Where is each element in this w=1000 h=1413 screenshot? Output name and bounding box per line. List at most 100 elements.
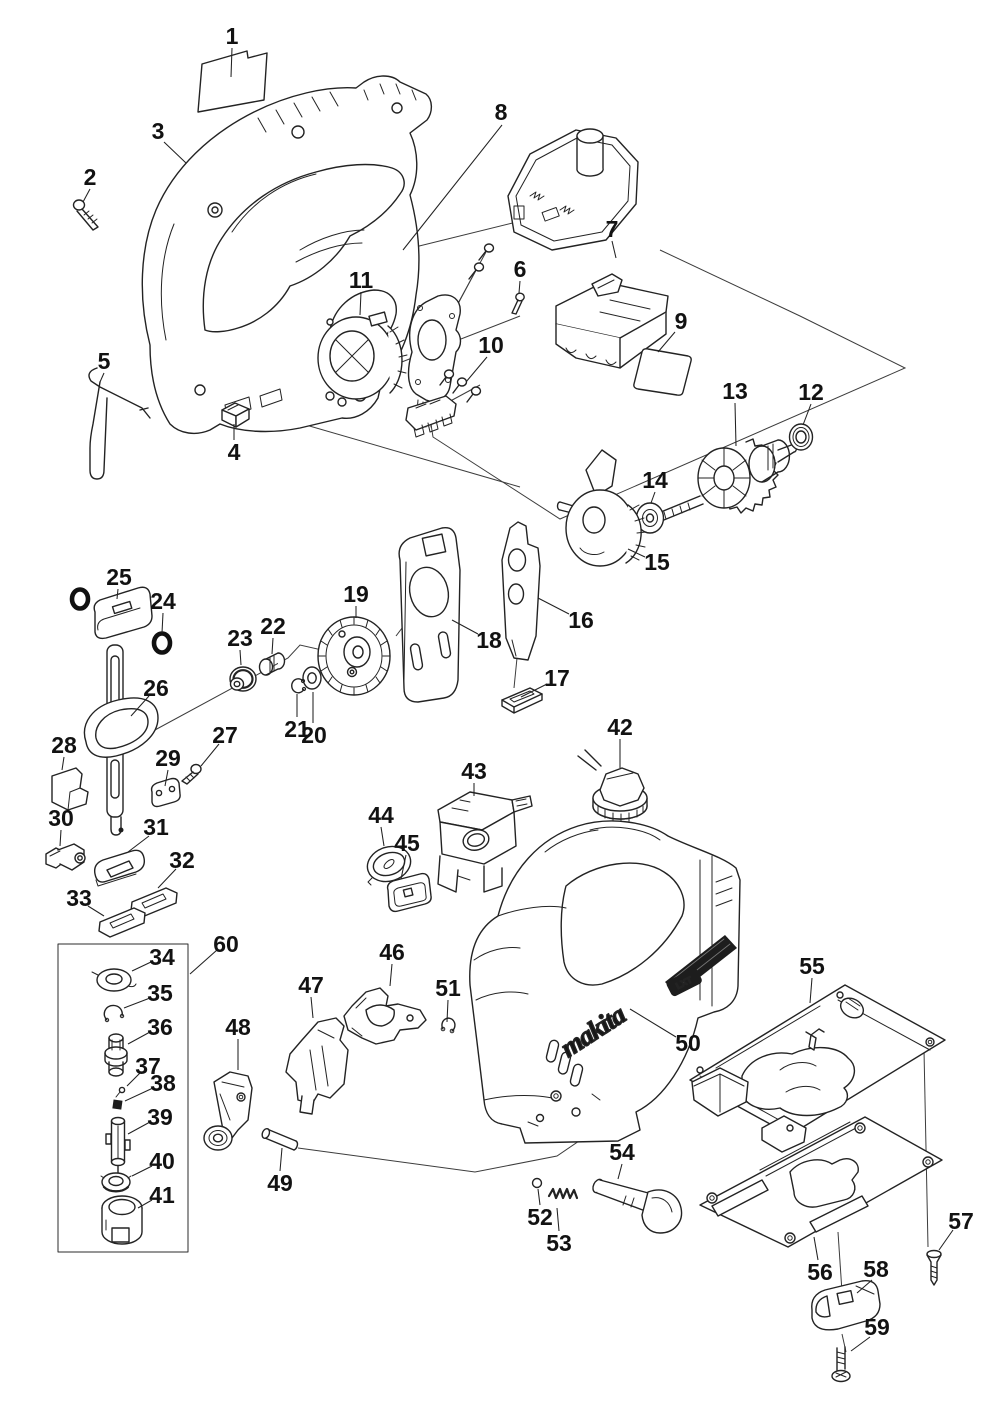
part-45-button [386, 872, 432, 913]
part-35-snap-ring [103, 1004, 125, 1023]
part-22-sleeve [258, 652, 286, 676]
part-27-screw [181, 763, 202, 785]
part-number-label-57: 57 [948, 1208, 974, 1234]
part-40-ring [100, 1172, 132, 1193]
part-16-insulation-plate [501, 521, 541, 661]
leader-line-60 [189, 949, 218, 975]
part-60-blade-holder-assembly-box [57, 943, 189, 1253]
part-57-screw [926, 1249, 942, 1286]
leader-line-55 [809, 977, 813, 1004]
part-15-bearing-retainer [556, 449, 647, 567]
leader-line-44 [380, 826, 385, 847]
part-number-label-38: 38 [150, 1070, 176, 1096]
leader-line-17 [520, 683, 548, 698]
part-54-clamp-lever [592, 1178, 683, 1234]
part-6-screw [511, 292, 525, 315]
part-9-serial-label [633, 348, 692, 396]
part-39-blade-holder [105, 1116, 131, 1176]
part-47-guide [285, 1017, 349, 1115]
part-number-label-36: 36 [147, 1014, 173, 1040]
leader-line-27 [200, 743, 220, 767]
leader-line-57 [938, 1229, 954, 1251]
part-number-label-32: 32 [169, 847, 195, 873]
part-number-label-42: 42 [607, 714, 633, 740]
leader-line-41 [137, 1199, 153, 1209]
leader-line-38 [124, 1087, 154, 1102]
part-7-terminal-block [555, 273, 669, 369]
part-10-screws-and-terminal [405, 369, 482, 438]
part-19-gear [317, 616, 391, 696]
part-number-label-29: 29 [155, 745, 181, 771]
part-5-wire-guard [88, 367, 151, 480]
part-number-label-50: 50 [675, 1030, 701, 1056]
part-number-label-7: 7 [606, 216, 619, 242]
part-41-collar [101, 1195, 143, 1245]
part-12-ball-bearing [788, 423, 814, 451]
part-number-label-46: 46 [379, 939, 405, 965]
part-number-label-47: 47 [298, 972, 324, 998]
leader-line-30 [59, 829, 62, 847]
part-43-switch [437, 791, 533, 893]
part-18-gear-housing-plate [398, 527, 461, 703]
part-31-holder-plate [93, 849, 146, 887]
part-49-pin [261, 1127, 299, 1151]
part-number-label-10: 10 [478, 332, 504, 358]
leader-line-12 [802, 403, 812, 426]
part-51-retaining-ring [440, 1017, 456, 1034]
leader-line-36 [127, 1031, 151, 1045]
leader-line-16 [537, 597, 570, 615]
part-48-roller-lever [203, 1071, 253, 1151]
part-20-washer [302, 666, 322, 690]
part-number-label-17: 17 [544, 665, 570, 691]
part-21-snap-ring [291, 678, 307, 694]
part-number-label-58: 58 [863, 1256, 889, 1282]
part-number-label-16: 16 [568, 607, 594, 633]
part-28-wedge [51, 767, 89, 811]
part-number-label-54: 54 [609, 1139, 635, 1165]
leader-line-58 [856, 1279, 873, 1294]
part-number-label-39: 39 [147, 1104, 173, 1130]
leader-line-8 [402, 124, 503, 251]
part-23-bushing [229, 666, 257, 692]
part-number-label-24: 24 [150, 588, 176, 614]
leader-line-31 [127, 835, 150, 853]
part-number-label-9: 9 [675, 308, 688, 334]
part-number-label-25: 25 [106, 564, 132, 590]
part-55-base-assembly [689, 984, 946, 1153]
part-24-o-ring [151, 631, 173, 655]
part-13-armature [653, 438, 798, 524]
part-number-label-21: 21 [284, 716, 310, 742]
part-number-label-55: 55 [799, 953, 825, 979]
leader-line-49 [279, 1147, 283, 1172]
part-number-label-49: 49 [267, 1170, 293, 1196]
leader-line-10 [465, 356, 488, 383]
leader-line-54 [617, 1163, 623, 1180]
part-number-label-28: 28 [51, 732, 77, 758]
leader-line-45 [400, 854, 407, 880]
leader-line-34 [131, 961, 152, 972]
leader-line-25 [116, 588, 119, 600]
leader-line-5 [99, 372, 105, 383]
part-14-ball-bearing [635, 502, 665, 534]
part-number-label-22: 22 [260, 613, 286, 639]
part-number-label-30: 30 [48, 805, 74, 831]
part-number-label-33: 33 [66, 885, 92, 911]
part-37-pin [115, 1086, 126, 1098]
sensor-screws [468, 243, 495, 280]
part-number-labels: 1234567891011121314151617181920212223242… [48, 23, 974, 1352]
part-58-clamp-shoe [811, 1280, 881, 1331]
part-number-label-31: 31 [143, 814, 169, 840]
part-number-label-48: 48 [225, 1014, 251, 1040]
leader-line-33 [87, 905, 105, 917]
leader-line-13 [734, 402, 737, 447]
part-38-nut [112, 1099, 123, 1110]
part-34-flanged-washer [91, 968, 137, 992]
part-number-label-12: 12 [798, 379, 824, 405]
part-29-link [150, 777, 181, 808]
part-11-stator [317, 311, 408, 407]
part-number-label-44: 44 [368, 802, 394, 828]
leader-line-6 [518, 280, 521, 294]
leader-line-35 [123, 997, 151, 1009]
